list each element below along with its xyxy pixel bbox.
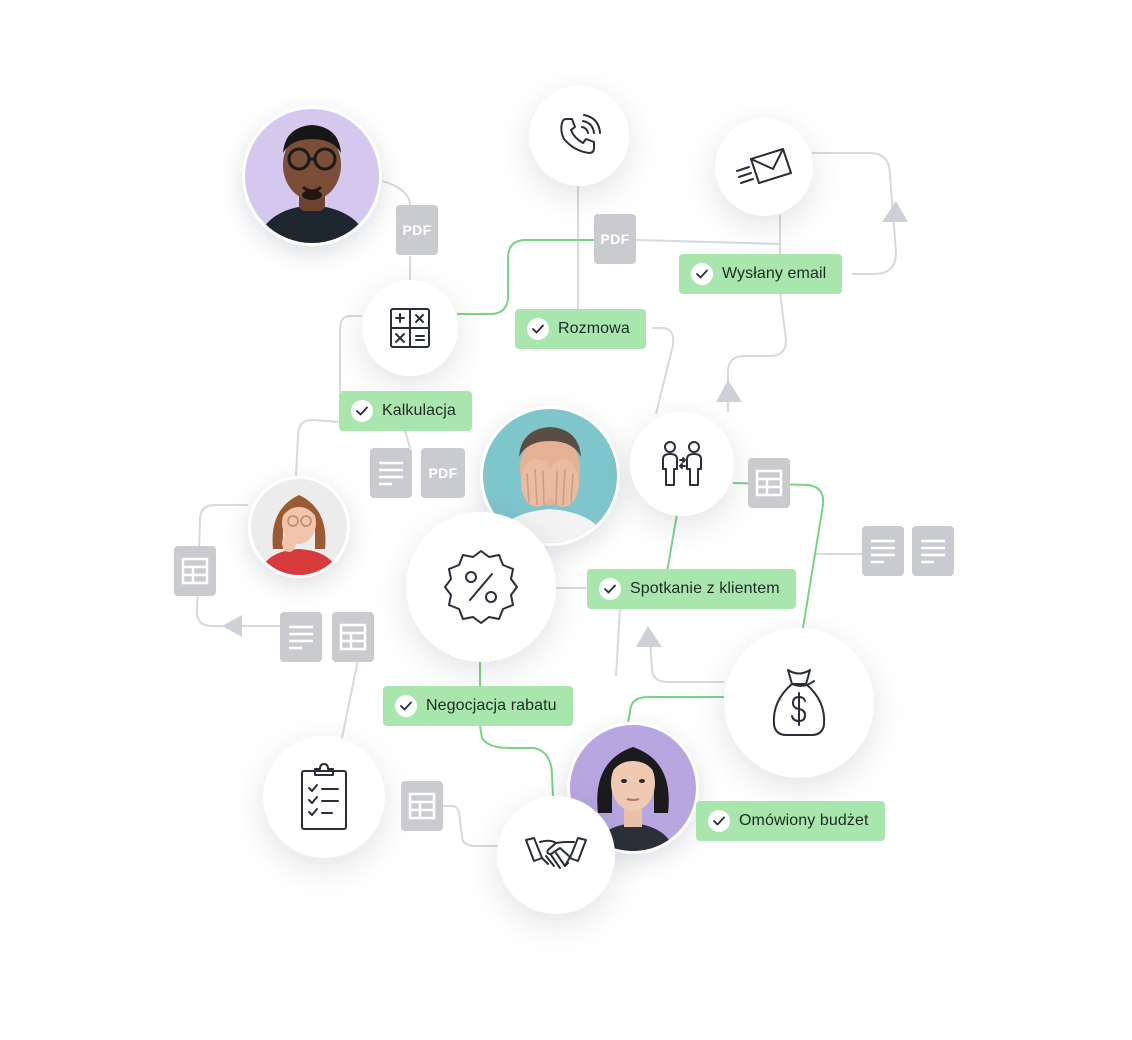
budget-circle [724,628,874,778]
text-document-icon [862,526,904,576]
handshake-icon [525,837,587,869]
connector [377,179,411,206]
phone-circle [529,86,629,186]
check-icon [351,400,373,422]
check-icon [708,810,730,832]
connector [635,239,781,245]
meeting-circle [630,412,734,516]
spreadsheet-document-icon [174,546,216,596]
connector [341,659,359,739]
connector-active [457,239,594,315]
badge-budget-discussed: Omówiony budżet [696,801,885,841]
check-icon [395,695,417,717]
badge-label: Omówiony budżet [739,812,869,829]
pdf-document: PDF [396,205,438,255]
badge-call: Rozmowa [515,309,646,349]
connector [652,327,675,415]
badge-discount-negotiation: Negocjacja rabatu [383,686,573,726]
badge-email-sent: Wysłany email [679,254,843,294]
arrow-head [716,380,742,402]
connector [649,639,724,683]
connector [727,291,788,412]
arrow-head [636,626,662,647]
connector [295,418,341,477]
spreadsheet-document-icon [332,612,374,662]
badge-label: Negocjacja rabatu [426,697,557,714]
text-document-icon [912,526,954,576]
money-bag-icon [772,669,826,736]
envelope-send-icon [736,148,792,184]
badge-label: Kalkulacja [382,402,456,419]
check-icon [527,318,549,340]
pdf-document: PDF [421,448,465,498]
phone-icon [560,114,601,154]
avatar-woman-thinking [248,476,350,578]
connector [443,805,498,847]
check-icon [691,263,713,285]
text-document-icon [280,612,322,662]
connector-active [627,696,724,723]
discount-circle [406,512,556,662]
calculator-circle [362,280,458,376]
email-circle [715,118,813,216]
badge-label: Spotkanie z klientem [630,580,780,597]
avatar-man-glasses [242,106,382,246]
people-exchange-icon [662,441,702,486]
pdf-document: PDF [594,214,636,264]
connector [339,315,362,392]
arrow-head [222,615,242,637]
pdf-label: PDF [428,465,458,481]
clipboard-checklist-icon [301,763,347,830]
connector-active [666,513,678,573]
arrow-head [882,201,908,222]
text-document-icon [370,448,412,498]
badge-calculation: Kalkulacja [339,391,472,431]
pdf-label: PDF [402,222,432,238]
connector [404,429,411,449]
connector-active [479,725,554,797]
calculator-icon [390,308,430,348]
connector-active [732,482,825,629]
percent-badge-icon [444,550,518,624]
badge-label: Rozmowa [558,320,630,337]
check-icon [599,578,621,600]
deal-circle [497,796,615,914]
badge-label: Wysłany email [722,265,827,282]
pdf-label: PDF [600,231,630,247]
checklist-circle [263,736,385,858]
spreadsheet-document-icon [401,781,443,831]
badge-client-meeting: Spotkanie z klientem [587,569,796,609]
spreadsheet-document-icon [748,458,790,508]
connector [615,607,621,677]
